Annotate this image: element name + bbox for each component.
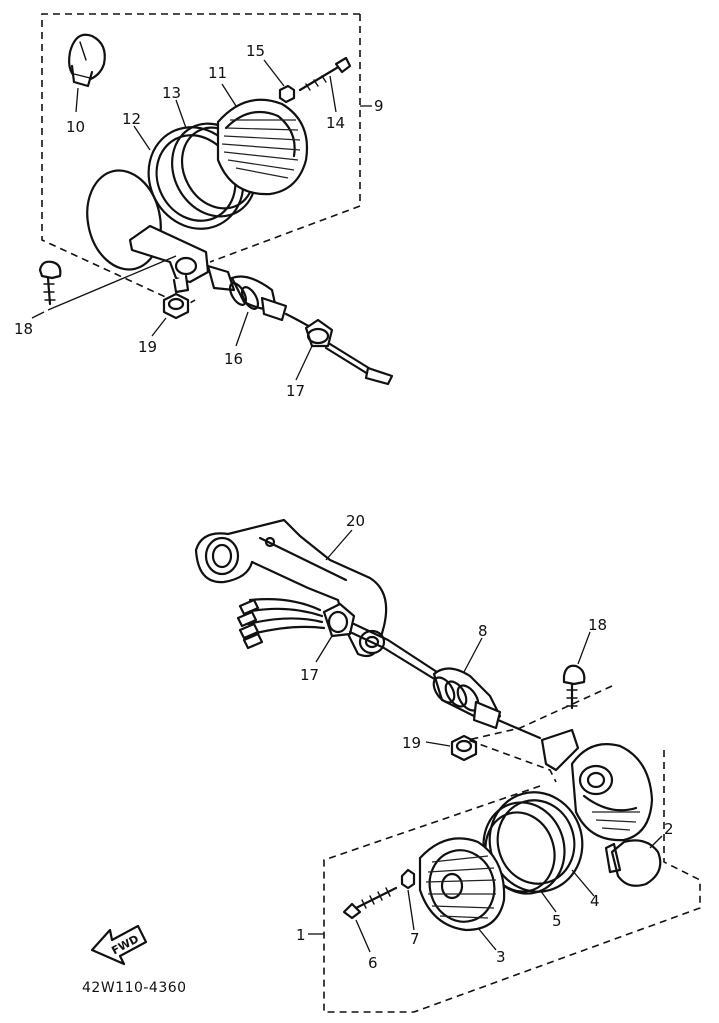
callout-11: 11: [208, 64, 227, 82]
lower-assembly-boundary: [465, 685, 613, 783]
callout-17-lower: 17: [300, 666, 319, 684]
lower-assembly: [194, 518, 701, 1013]
drawing-code: 42W110-4360: [82, 980, 187, 996]
callout-19-upper: 19: [138, 338, 157, 356]
upper-assembly-boundary: [41, 13, 360, 307]
socket-16: [206, 264, 288, 347]
bolt-18-lower: [562, 631, 591, 710]
callout-10: 10: [66, 118, 85, 136]
forward-direction-arrow: FWD: [90, 924, 148, 966]
nut-19-lower: [425, 734, 478, 762]
housing: [540, 728, 654, 842]
callout-3: 3: [496, 948, 506, 966]
callout-1: 1: [296, 926, 306, 944]
wire-harness: [236, 598, 442, 682]
nut-19-upper: [151, 292, 190, 337]
callout-17-upper: 17: [286, 382, 305, 400]
lens-3: [418, 837, 506, 951]
callout-7: 7: [410, 930, 420, 948]
nut-7: [400, 868, 416, 931]
socket-8: [432, 637, 542, 740]
lens-11: [216, 98, 308, 196]
callout-14: 14: [326, 114, 345, 132]
callout-4: 4: [590, 892, 600, 910]
callout-13: 13: [162, 84, 181, 102]
upper-assembly: [31, 13, 394, 386]
callout-12: 12: [122, 110, 141, 128]
callout-8: 8: [478, 622, 488, 640]
callout-5: 5: [552, 912, 562, 930]
screw-6: [342, 886, 398, 953]
screw-14: [298, 56, 352, 113]
callout-labels: 9 10 11 12 13 14 15 16 17 18 19 1 2 3 4 …: [14, 42, 674, 972]
wire-17: [284, 312, 394, 386]
callout-6: 6: [368, 954, 378, 972]
callout-19-lower: 19: [402, 734, 421, 752]
callout-9: 9: [374, 97, 384, 115]
callout-20: 20: [346, 512, 365, 530]
callout-18-upper: 18: [14, 320, 33, 338]
callout-15: 15: [246, 42, 265, 60]
callout-2: 2: [664, 820, 674, 838]
housing-bracket: [128, 224, 210, 294]
nut-15: [263, 59, 296, 104]
bulb-2: [604, 835, 663, 887]
callout-18-lower: 18: [588, 616, 607, 634]
callout-16: 16: [224, 350, 243, 368]
bolt-18-upper: [31, 255, 177, 319]
bulb-10: [68, 33, 106, 113]
